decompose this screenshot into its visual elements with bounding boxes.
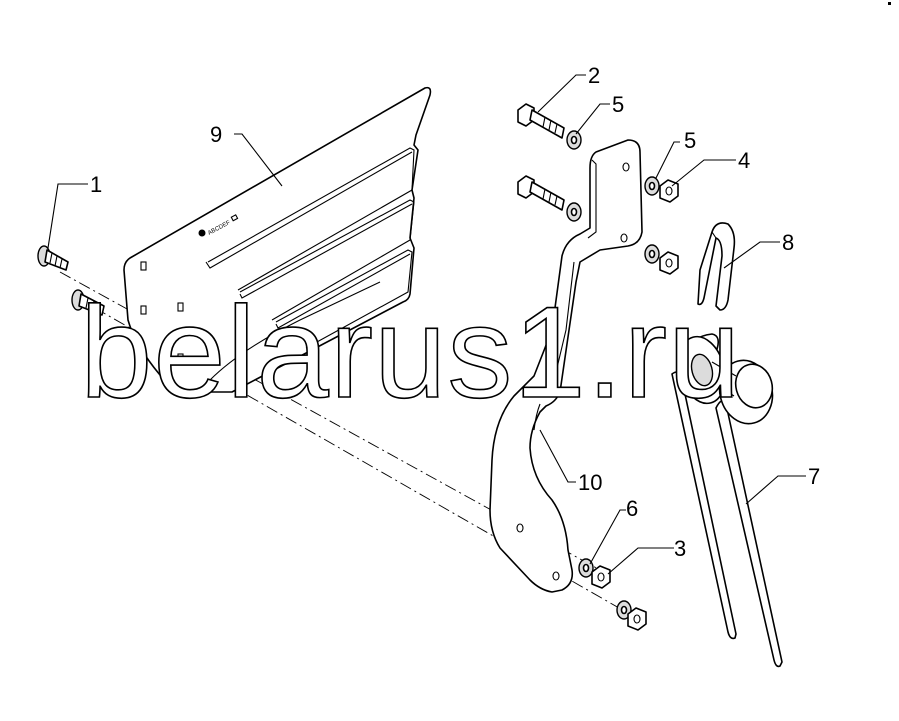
part-2-bolt-lower <box>517 175 565 211</box>
watermark: belarus1.ru <box>80 279 741 425</box>
leader-8 <box>723 241 780 269</box>
leader-1 <box>47 183 88 249</box>
part-3-nut-lower <box>627 607 647 631</box>
part-5-washer-d <box>644 244 660 264</box>
plate-hole-a <box>140 261 147 271</box>
part-4-nut-upper <box>659 179 679 203</box>
part-1-bolt-lower <box>71 289 105 316</box>
plate-logo-icon <box>198 229 206 237</box>
callout-4: 4 <box>738 148 750 173</box>
callout-5-right: 5 <box>684 128 696 153</box>
part-1-bolt-upper <box>37 245 69 271</box>
leader-3 <box>607 547 674 575</box>
leader-9 <box>234 133 283 187</box>
leader-5b <box>655 141 680 179</box>
part-9-slotted-plate: ABCDEF <box>123 86 432 393</box>
callout-10: 10 <box>578 470 602 495</box>
part-5-washer-b <box>566 202 582 222</box>
corner-mark <box>888 2 891 5</box>
callout-5-upper: 5 <box>612 92 624 117</box>
leader-7 <box>745 475 806 505</box>
part-7-rod-roller <box>671 333 783 668</box>
leader-4 <box>671 159 736 187</box>
part-8-spring-clip <box>697 222 736 311</box>
callouts: 1 2 3 4 5 5 6 7 8 9 10 <box>90 63 820 561</box>
plate-hole-b <box>140 305 147 315</box>
callout-1: 1 <box>90 172 102 197</box>
callout-8: 8 <box>782 230 794 255</box>
part-4-nut-lower <box>659 251 679 275</box>
plate-hole-c <box>177 302 184 312</box>
callout-2: 2 <box>588 63 600 88</box>
part-2-bolt-upper <box>517 103 565 139</box>
callout-9: 9 <box>210 122 222 147</box>
plate-hole-d <box>177 353 184 363</box>
callout-6: 6 <box>626 496 638 521</box>
part-5-washer-a <box>566 130 582 150</box>
part-3-nut-upper <box>591 565 611 589</box>
leader-6 <box>589 509 626 565</box>
leader-5a <box>575 103 610 135</box>
callout-7: 7 <box>808 464 820 489</box>
part-6-washer-upper <box>578 558 594 578</box>
part-10-bracket <box>489 139 643 593</box>
leader-2 <box>537 74 586 113</box>
callout-3: 3 <box>674 536 686 561</box>
leader-lines <box>47 74 806 575</box>
leader-10 <box>539 429 576 483</box>
part-5-washer-c <box>644 176 660 196</box>
